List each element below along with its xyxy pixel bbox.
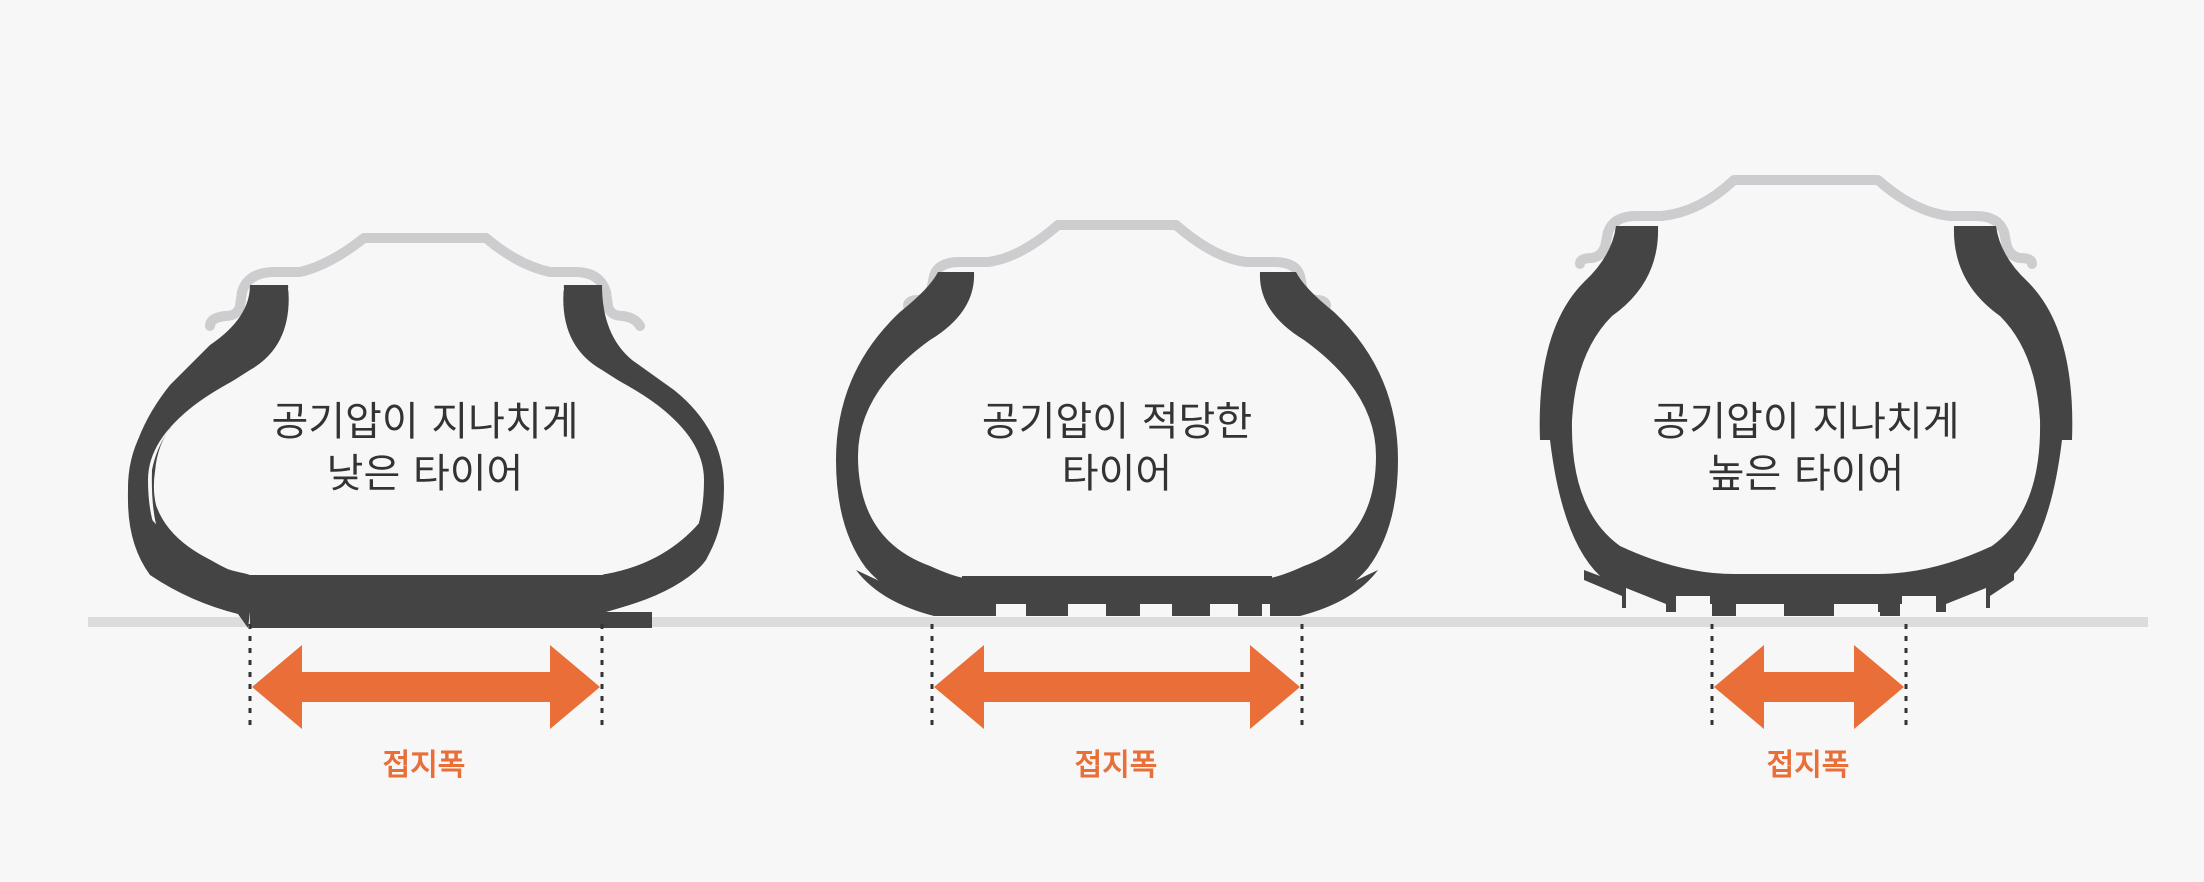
tire-title-line2: 높은 타이어 <box>1707 451 1905 497</box>
tread-band <box>962 576 1272 598</box>
tread-contact <box>258 598 588 616</box>
tire-sidewall-right <box>563 285 724 612</box>
tire-sidewall-left <box>836 272 975 614</box>
tire-outer-right <box>1270 570 1378 616</box>
tread-blocks <box>934 598 1300 616</box>
tire-interior <box>153 288 699 575</box>
tire-sidewall-left <box>128 285 289 612</box>
tire-title-overinflated: 공기압이 지나치게 높은 타이어 <box>1606 396 2006 500</box>
tire-sidewall-right <box>1878 226 2073 612</box>
tire-body-left-sweep <box>132 490 248 612</box>
rim-outline <box>1575 175 2037 269</box>
tire-outer-left <box>856 570 964 616</box>
double-arrow <box>934 645 1300 729</box>
tread-blocks <box>1712 604 1900 616</box>
tire-proper <box>836 220 1398 616</box>
tire-title-proper: 공기압이 적당한 타이어 <box>917 396 1317 500</box>
double-arrow <box>1714 645 1904 729</box>
contact-width-1 <box>248 624 604 729</box>
tire-sidewall-left <box>1539 226 1734 612</box>
tire-title-underinflated: 공기압이 지나치게 낮은 타이어 <box>225 396 625 500</box>
contact-width-label: 접지폭 <box>382 748 466 783</box>
tire-title-line2: 타이어 <box>1061 451 1173 497</box>
contact-width-3 <box>1710 624 1908 729</box>
tire-title-line1: 공기압이 적당한 <box>981 399 1253 445</box>
double-arrow <box>252 645 600 729</box>
tire-title-line1: 공기압이 지나치게 <box>1652 399 1960 445</box>
ground-line <box>88 617 2148 627</box>
tire-sidewall-right <box>1259 272 1398 614</box>
contact-width-2 <box>930 624 1304 729</box>
tire-overinflated <box>1539 175 2073 616</box>
tire-underinflated <box>127 233 724 628</box>
tire-body-right-sweep <box>606 490 722 612</box>
contact-width-label: 접지폭 <box>1766 748 1850 783</box>
tire-title-line1: 공기압이 지나치게 <box>271 399 579 445</box>
tire-title-line2: 낮은 타이어 <box>326 451 524 497</box>
rim-outline <box>205 233 645 331</box>
contact-width-label: 접지폭 <box>1074 748 1158 783</box>
tread-band <box>1710 574 1902 604</box>
